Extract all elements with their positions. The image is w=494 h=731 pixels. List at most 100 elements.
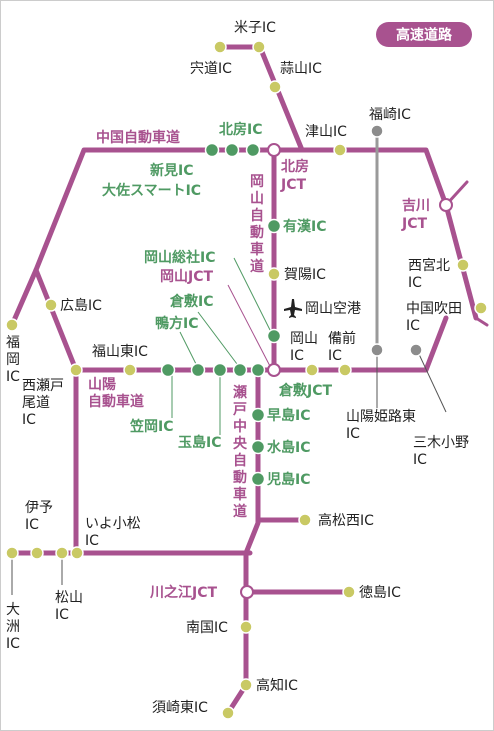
svg-text:車: 車 (250, 241, 264, 258)
svg-text:松山: 松山 (55, 590, 83, 606)
leader-kamogata (179, 331, 199, 369)
svg-text:IC: IC (406, 318, 420, 334)
ic-label-fukusaki: 福崎IC (369, 107, 411, 123)
svg-text:山陽: 山陽 (88, 376, 116, 393)
ic-label-kayo: 賀陽IC (284, 267, 326, 283)
ic-label-kasaoka: 笠岡IC (129, 418, 173, 435)
svg-text:岡: 岡 (250, 174, 264, 190)
ic-label-yonago: 米子IC (234, 20, 276, 36)
ic-marker-sanyo-himeji-higashi (370, 343, 384, 357)
svg-text:吉川: 吉川 (402, 197, 430, 214)
road-chugoku-west (9, 147, 215, 328)
ic-label-mikiono: 三木小野 IC (413, 435, 469, 468)
legend-badge-bg (376, 22, 472, 47)
jct-label-kurashiki: 倉敷JCT (278, 382, 332, 399)
ic-label-hokubo: 北房IC (219, 121, 262, 138)
svg-text:山陽姫路東: 山陽姫路東 (346, 409, 416, 425)
ic-marker-mikiono (409, 343, 423, 357)
ic-marker-hayashima (250, 407, 266, 423)
ic-label-susaki-higashi: 須崎東IC (152, 700, 208, 716)
svg-text:瀬: 瀬 (233, 384, 247, 401)
ic-marker-fukuoka (5, 318, 19, 332)
svg-text:西瀬戸: 西瀬戸 (22, 378, 64, 394)
ic-marker-hiroshima (44, 298, 58, 312)
ic-marker-kojima (250, 471, 266, 487)
svg-text:IC: IC (328, 348, 342, 364)
ic-marker-kurashiki-jct (250, 362, 266, 378)
ic-label-bizen: 備前 IC (328, 330, 356, 364)
ic-marker-chugoku-suita (474, 301, 488, 315)
ic-label-kamogata: 鴨方IC (155, 315, 198, 332)
svg-text:IC: IC (6, 369, 20, 385)
ic-label-kurashiki: 倉敷IC (169, 293, 213, 310)
ic-marker-kasaoka (160, 362, 176, 378)
svg-text:尾道: 尾道 (22, 395, 50, 411)
route-label-okayama: 岡 山 自 動 車 道 (250, 174, 264, 275)
ic-marker-matsuyama (55, 546, 69, 560)
svg-text:山: 山 (250, 191, 264, 207)
svg-text:洲: 洲 (6, 619, 20, 635)
ic-marker-ozu (5, 546, 19, 560)
route-label-chugoku: 中国自動車道 (96, 129, 180, 146)
ic-marker-takamatsu-nishi (298, 513, 312, 527)
ic-marker-niimi (204, 142, 220, 158)
jct-markers (240, 143, 453, 599)
jct-label-hokubo: 北房 JCT (280, 158, 309, 193)
svg-text:西宮北: 西宮北 (408, 258, 450, 274)
ic-marker-nangoku (239, 620, 253, 634)
svg-text:IC: IC (22, 412, 36, 428)
svg-text:央: 央 (233, 435, 248, 452)
ic-label-fukuyama-higashi: 福山東IC (92, 344, 148, 360)
ic-label-nangoku: 南国IC (186, 620, 228, 636)
ic-label-matsuyama: 松山 IC (55, 590, 83, 623)
svg-text:自: 自 (233, 452, 247, 469)
ic-marker-bizen (338, 363, 352, 377)
svg-text:伊予: 伊予 (25, 500, 53, 516)
ic-label-kochi: 高知IC (256, 677, 298, 694)
ic-marker-mizushima (250, 439, 266, 455)
ic-marker-okayama-soja (266, 328, 282, 344)
svg-text:IC: IC (290, 348, 304, 364)
ic-marker-okayama (305, 363, 319, 377)
svg-text:道: 道 (233, 503, 247, 520)
ic-marker-kamogata (190, 362, 206, 378)
svg-text:北房: 北房 (281, 158, 309, 175)
ic-marker-kayo (267, 267, 281, 281)
ic-marker-fukuyama-higashi (123, 363, 137, 377)
jct-marker-okayama (267, 363, 281, 377)
ic-label-chugoku-suita: 中国吹田 IC (406, 301, 462, 334)
svg-text:IC: IC (85, 533, 99, 549)
ic-marker-tamashima (212, 362, 228, 378)
ic-label-kojima: 児島IC (266, 471, 310, 488)
ic-label-ukan: 有漢IC (283, 218, 326, 235)
svg-text:JCT: JCT (401, 216, 427, 232)
ic-label-takamatsu-nishi: 高松西IC (318, 512, 374, 529)
jct-marker-kawanoe (240, 585, 254, 599)
leader-kurashiki (197, 311, 241, 369)
ic-marker-kurashiki (232, 362, 248, 378)
ic-marker-osa-smart (224, 142, 240, 158)
svg-text:IC: IC (6, 636, 20, 652)
airplane-icon (284, 299, 302, 318)
ic-marker-iyo (30, 546, 44, 560)
legend-badge-text: 高速道路 (396, 27, 453, 44)
svg-text:福: 福 (6, 335, 20, 351)
ic-label-niimi: 新見IC (150, 162, 193, 179)
svg-text:岡: 岡 (6, 352, 20, 368)
svg-text:IC: IC (25, 517, 39, 533)
legend-badge: 高速道路 (376, 22, 472, 47)
ic-label-tsuyama: 津山IC (305, 124, 347, 140)
ic-label-tamashima: 玉島IC (178, 434, 221, 451)
ic-marker-ukan (266, 218, 282, 234)
svg-text:中国吹田: 中国吹田 (406, 301, 462, 317)
route-label-sanyo: 山陽 自動車道 (88, 376, 144, 410)
ic-marker-kochi (239, 678, 253, 692)
leader-okayama-soja (233, 257, 273, 335)
leader-mikiono (417, 351, 447, 413)
ic-marker-tokushima (342, 585, 356, 599)
jct-label-kawanoe: 川之江JCT (149, 584, 217, 601)
road-hiroshima-branch (33, 267, 79, 373)
road-suita-spur (474, 316, 489, 327)
ic-label-iyo-komatsu: いよ小松 IC (85, 516, 141, 549)
